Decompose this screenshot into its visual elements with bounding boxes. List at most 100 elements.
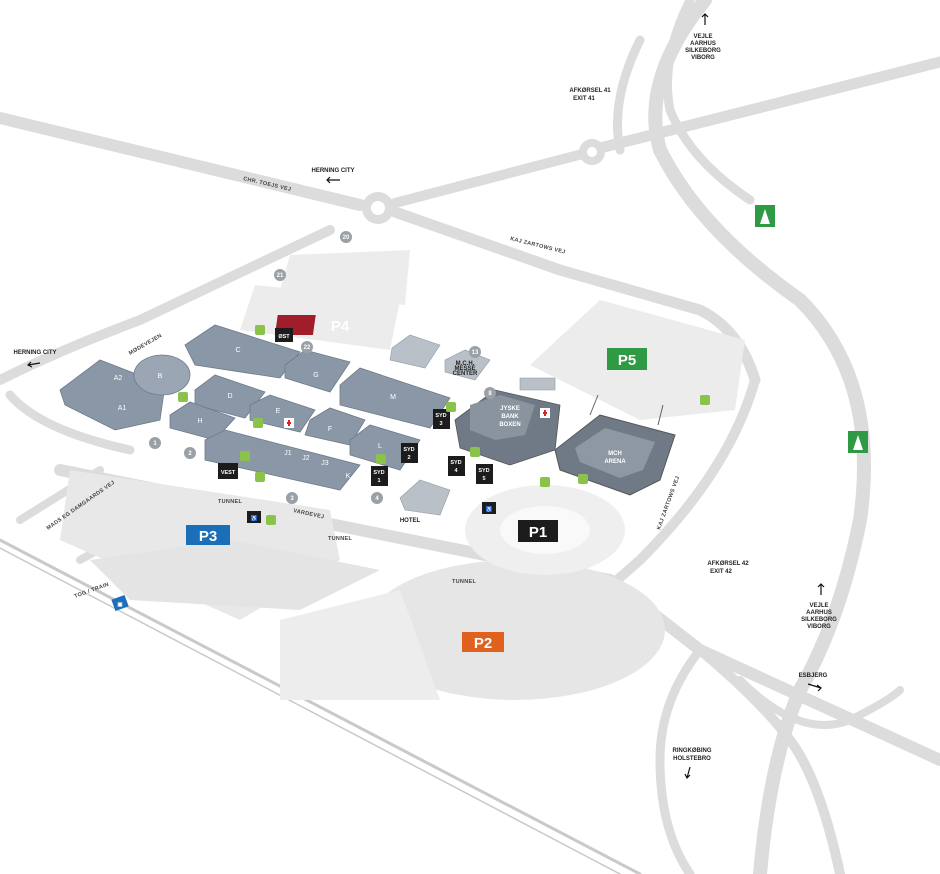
svg-text:SYD: SYD	[478, 468, 489, 474]
svg-text:BANK: BANK	[501, 414, 519, 420]
entrance-vest[interactable]: VEST	[218, 463, 238, 479]
svg-text:VEJLE: VEJLE	[693, 34, 712, 40]
road-modevejen: MØDEVEJEN	[128, 333, 163, 357]
entrance-syd-5[interactable]: SYD 5	[476, 464, 493, 484]
hotel-building	[399, 479, 451, 516]
gate-22: 22	[301, 341, 313, 353]
small-bld-1	[389, 334, 441, 369]
gate-20: 20	[340, 231, 352, 243]
gate-2: 2	[184, 447, 196, 459]
svg-text:HERNING CITY: HERNING CITY	[13, 350, 56, 356]
gate-8: 8	[484, 387, 496, 399]
entrance-syd-3[interactable]: SYD 3	[433, 409, 450, 429]
wheelchair-icon: ♿	[482, 502, 496, 514]
hall-b	[133, 354, 191, 396]
svg-text:CENTER: CENTER	[453, 371, 478, 377]
svg-text:E: E	[276, 408, 281, 415]
svg-text:ESBJERG: ESBJERG	[799, 673, 828, 679]
parking-p5[interactable]: P5	[607, 348, 647, 370]
svg-text:J3: J3	[321, 460, 329, 467]
dest-herning-city-top: HERNING CITY	[311, 168, 355, 184]
tunnel-label-1: TUNNEL	[218, 499, 242, 505]
svg-text:♿: ♿	[486, 506, 493, 513]
dest-exit41: AFKØRSEL 41 EXIT 41	[569, 88, 611, 102]
svg-text:J2: J2	[302, 455, 310, 462]
svg-text:P5: P5	[618, 352, 636, 369]
jyske-bank-boxen-label: JYSKE BANK BOXEN	[499, 406, 520, 428]
svg-text:SYD: SYD	[403, 447, 414, 453]
svg-text:C: C	[235, 347, 240, 354]
svg-text:P4: P4	[331, 318, 350, 335]
small-bld-label: M.C.H. MESSE CENTER	[453, 361, 478, 377]
svg-text:♿: ♿	[251, 515, 258, 522]
exhibition-halls	[59, 324, 451, 491]
arrow-left-icon	[26, 361, 41, 368]
gate-21: 21	[274, 269, 286, 281]
hall-g	[284, 349, 351, 393]
parking-p1[interactable]: P1	[518, 520, 558, 542]
svg-text:P3: P3	[199, 528, 217, 545]
svg-text:AARHUS: AARHUS	[690, 41, 716, 47]
svg-text:5: 5	[482, 476, 485, 482]
svg-text:M.C.H.: M.C.H.	[456, 361, 475, 367]
svg-text:ØST: ØST	[278, 334, 290, 340]
entrance-syd-4[interactable]: SYD 4	[448, 456, 465, 476]
entrance-ost[interactable]: ØST	[275, 328, 293, 342]
dest-herning-city-left: HERNING CITY	[13, 350, 57, 368]
hall-f	[304, 407, 366, 446]
svg-text:▣: ▣	[117, 602, 123, 608]
hall-labels: A2 A1 B C D E F G H J1 J2 J3 K L M	[114, 347, 396, 480]
svg-text:3: 3	[439, 421, 442, 427]
svg-text:BOXEN: BOXEN	[499, 422, 520, 428]
svg-text:AFKØRSEL 42: AFKØRSEL 42	[707, 561, 749, 567]
svg-text:H: H	[197, 418, 202, 425]
svg-text:A2: A2	[114, 375, 123, 382]
tunnel-label-3: TUNNEL	[452, 579, 476, 585]
svg-text:3: 3	[290, 496, 294, 502]
svg-text:4: 4	[454, 468, 458, 474]
parking-p3[interactable]: P3	[186, 525, 230, 545]
svg-text:SYD: SYD	[450, 460, 461, 466]
train-icon: ▣	[111, 594, 129, 612]
entrance-syd-2[interactable]: SYD 2	[401, 443, 418, 463]
dest-north-top: VEJLE AARHUS SILKEBORG VIBORG	[685, 13, 721, 61]
svg-text:AFKØRSEL 41: AFKØRSEL 41	[569, 88, 611, 94]
svg-text:MESSE: MESSE	[454, 366, 475, 372]
svg-text:EXIT 41: EXIT 41	[573, 96, 595, 102]
mch-arena-label: MCH ARENA	[604, 451, 626, 465]
entrance-syd-1[interactable]: SYD 1	[371, 466, 388, 486]
motorway-icon	[755, 205, 775, 227]
svg-text:VEST: VEST	[221, 470, 236, 476]
svg-text:8: 8	[488, 391, 492, 397]
parking-p2[interactable]: P2	[462, 632, 504, 652]
svg-text:P2: P2	[474, 635, 492, 652]
svg-text:J1: J1	[284, 450, 292, 457]
svg-text:A1: A1	[118, 405, 127, 412]
gate-1: 1	[149, 437, 161, 449]
svg-text:JYSKE: JYSKE	[500, 406, 520, 412]
hall-h	[169, 401, 236, 441]
electric-car-icon	[178, 325, 710, 525]
svg-text:D: D	[227, 393, 232, 400]
svg-text:2: 2	[188, 451, 192, 457]
wheelchair-icon: ♿	[247, 511, 261, 523]
svg-text:HERNING CITY: HERNING CITY	[311, 168, 354, 174]
svg-text:MCH: MCH	[608, 451, 622, 457]
gate-3: 3	[286, 492, 298, 504]
svg-text:RINGKØBING: RINGKØBING	[673, 748, 712, 754]
hall-e	[249, 394, 316, 433]
svg-text:SYD: SYD	[435, 413, 446, 419]
svg-text:VIBORG: VIBORG	[807, 624, 831, 630]
svg-text:M: M	[390, 394, 396, 401]
hall-j	[204, 429, 361, 491]
dest-exit42: AFKØRSEL 42 EXIT 42	[707, 561, 749, 575]
svg-text:B: B	[158, 373, 163, 380]
svg-text:VIBORG: VIBORG	[691, 55, 715, 61]
svg-text:21: 21	[277, 273, 284, 279]
svg-text:P1: P1	[529, 524, 547, 541]
svg-text:4: 4	[375, 496, 379, 502]
arrow-down-icon	[684, 766, 691, 780]
svg-text:EXIT 42: EXIT 42	[710, 569, 732, 575]
gate-13: 13	[469, 346, 481, 358]
svg-text:1: 1	[377, 478, 380, 484]
